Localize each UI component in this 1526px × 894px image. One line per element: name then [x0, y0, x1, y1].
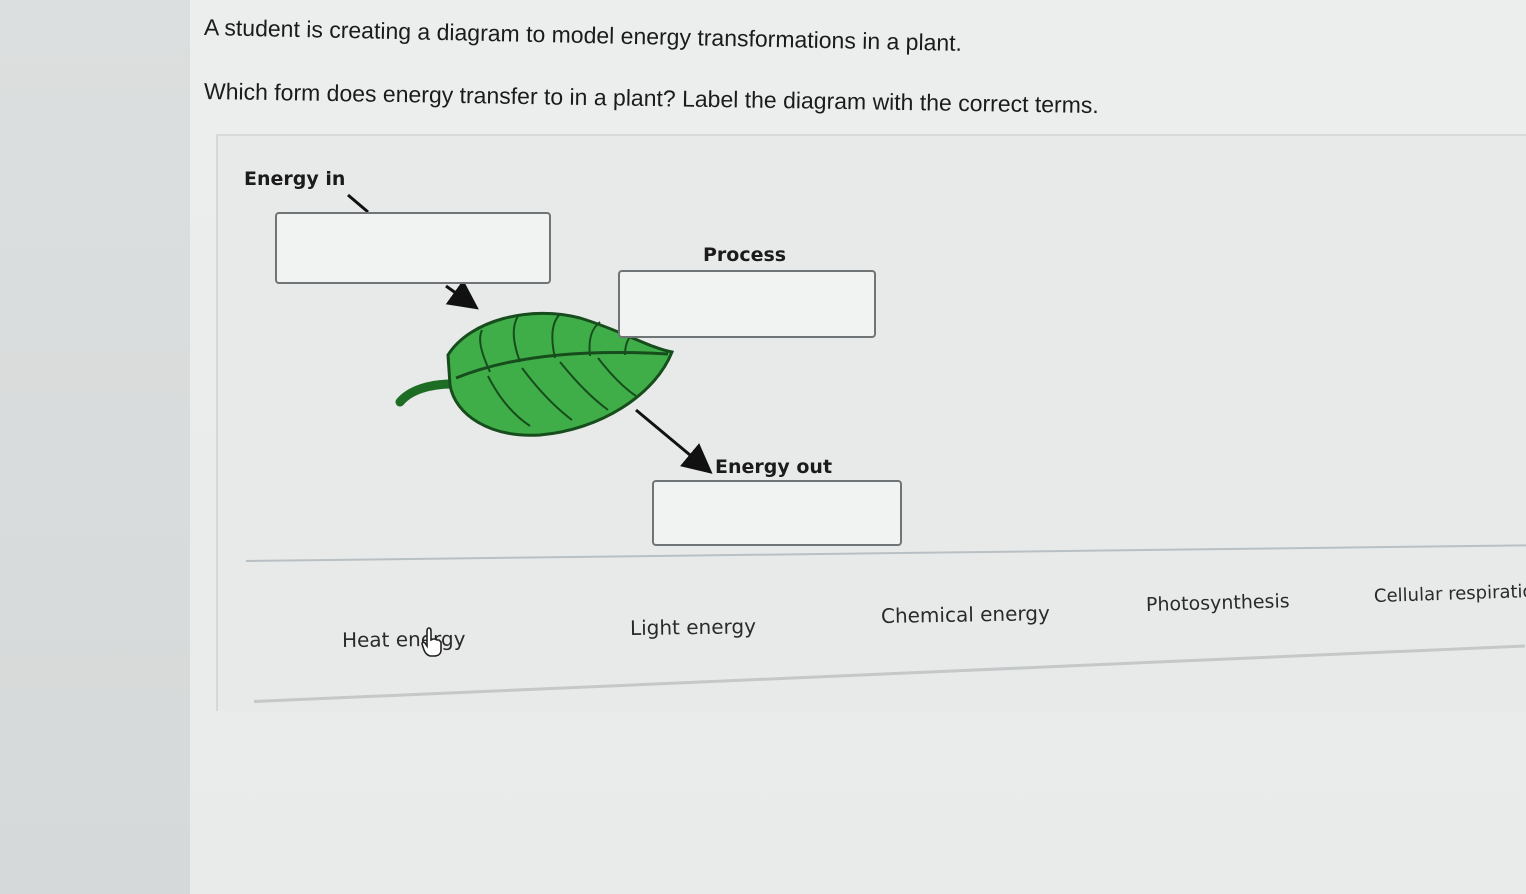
term-photosynthesis[interactable]: Photosynthesis: [1145, 590, 1290, 616]
energy-out-drop-box[interactable]: [652, 480, 902, 546]
term-chemical-energy[interactable]: Chemical energy: [880, 601, 1051, 628]
energy-in-drop-box[interactable]: [275, 212, 551, 284]
term-heat-energy[interactable]: Heat energy: [341, 626, 466, 652]
process-label: Process: [703, 244, 787, 266]
term-light-energy[interactable]: Light energy: [629, 614, 757, 640]
process-drop-box[interactable]: [618, 270, 876, 338]
energy-in-label: Energy in: [244, 168, 346, 190]
energy-out-label: Energy out: [715, 456, 833, 478]
hand-pointer-icon: [421, 627, 442, 657]
